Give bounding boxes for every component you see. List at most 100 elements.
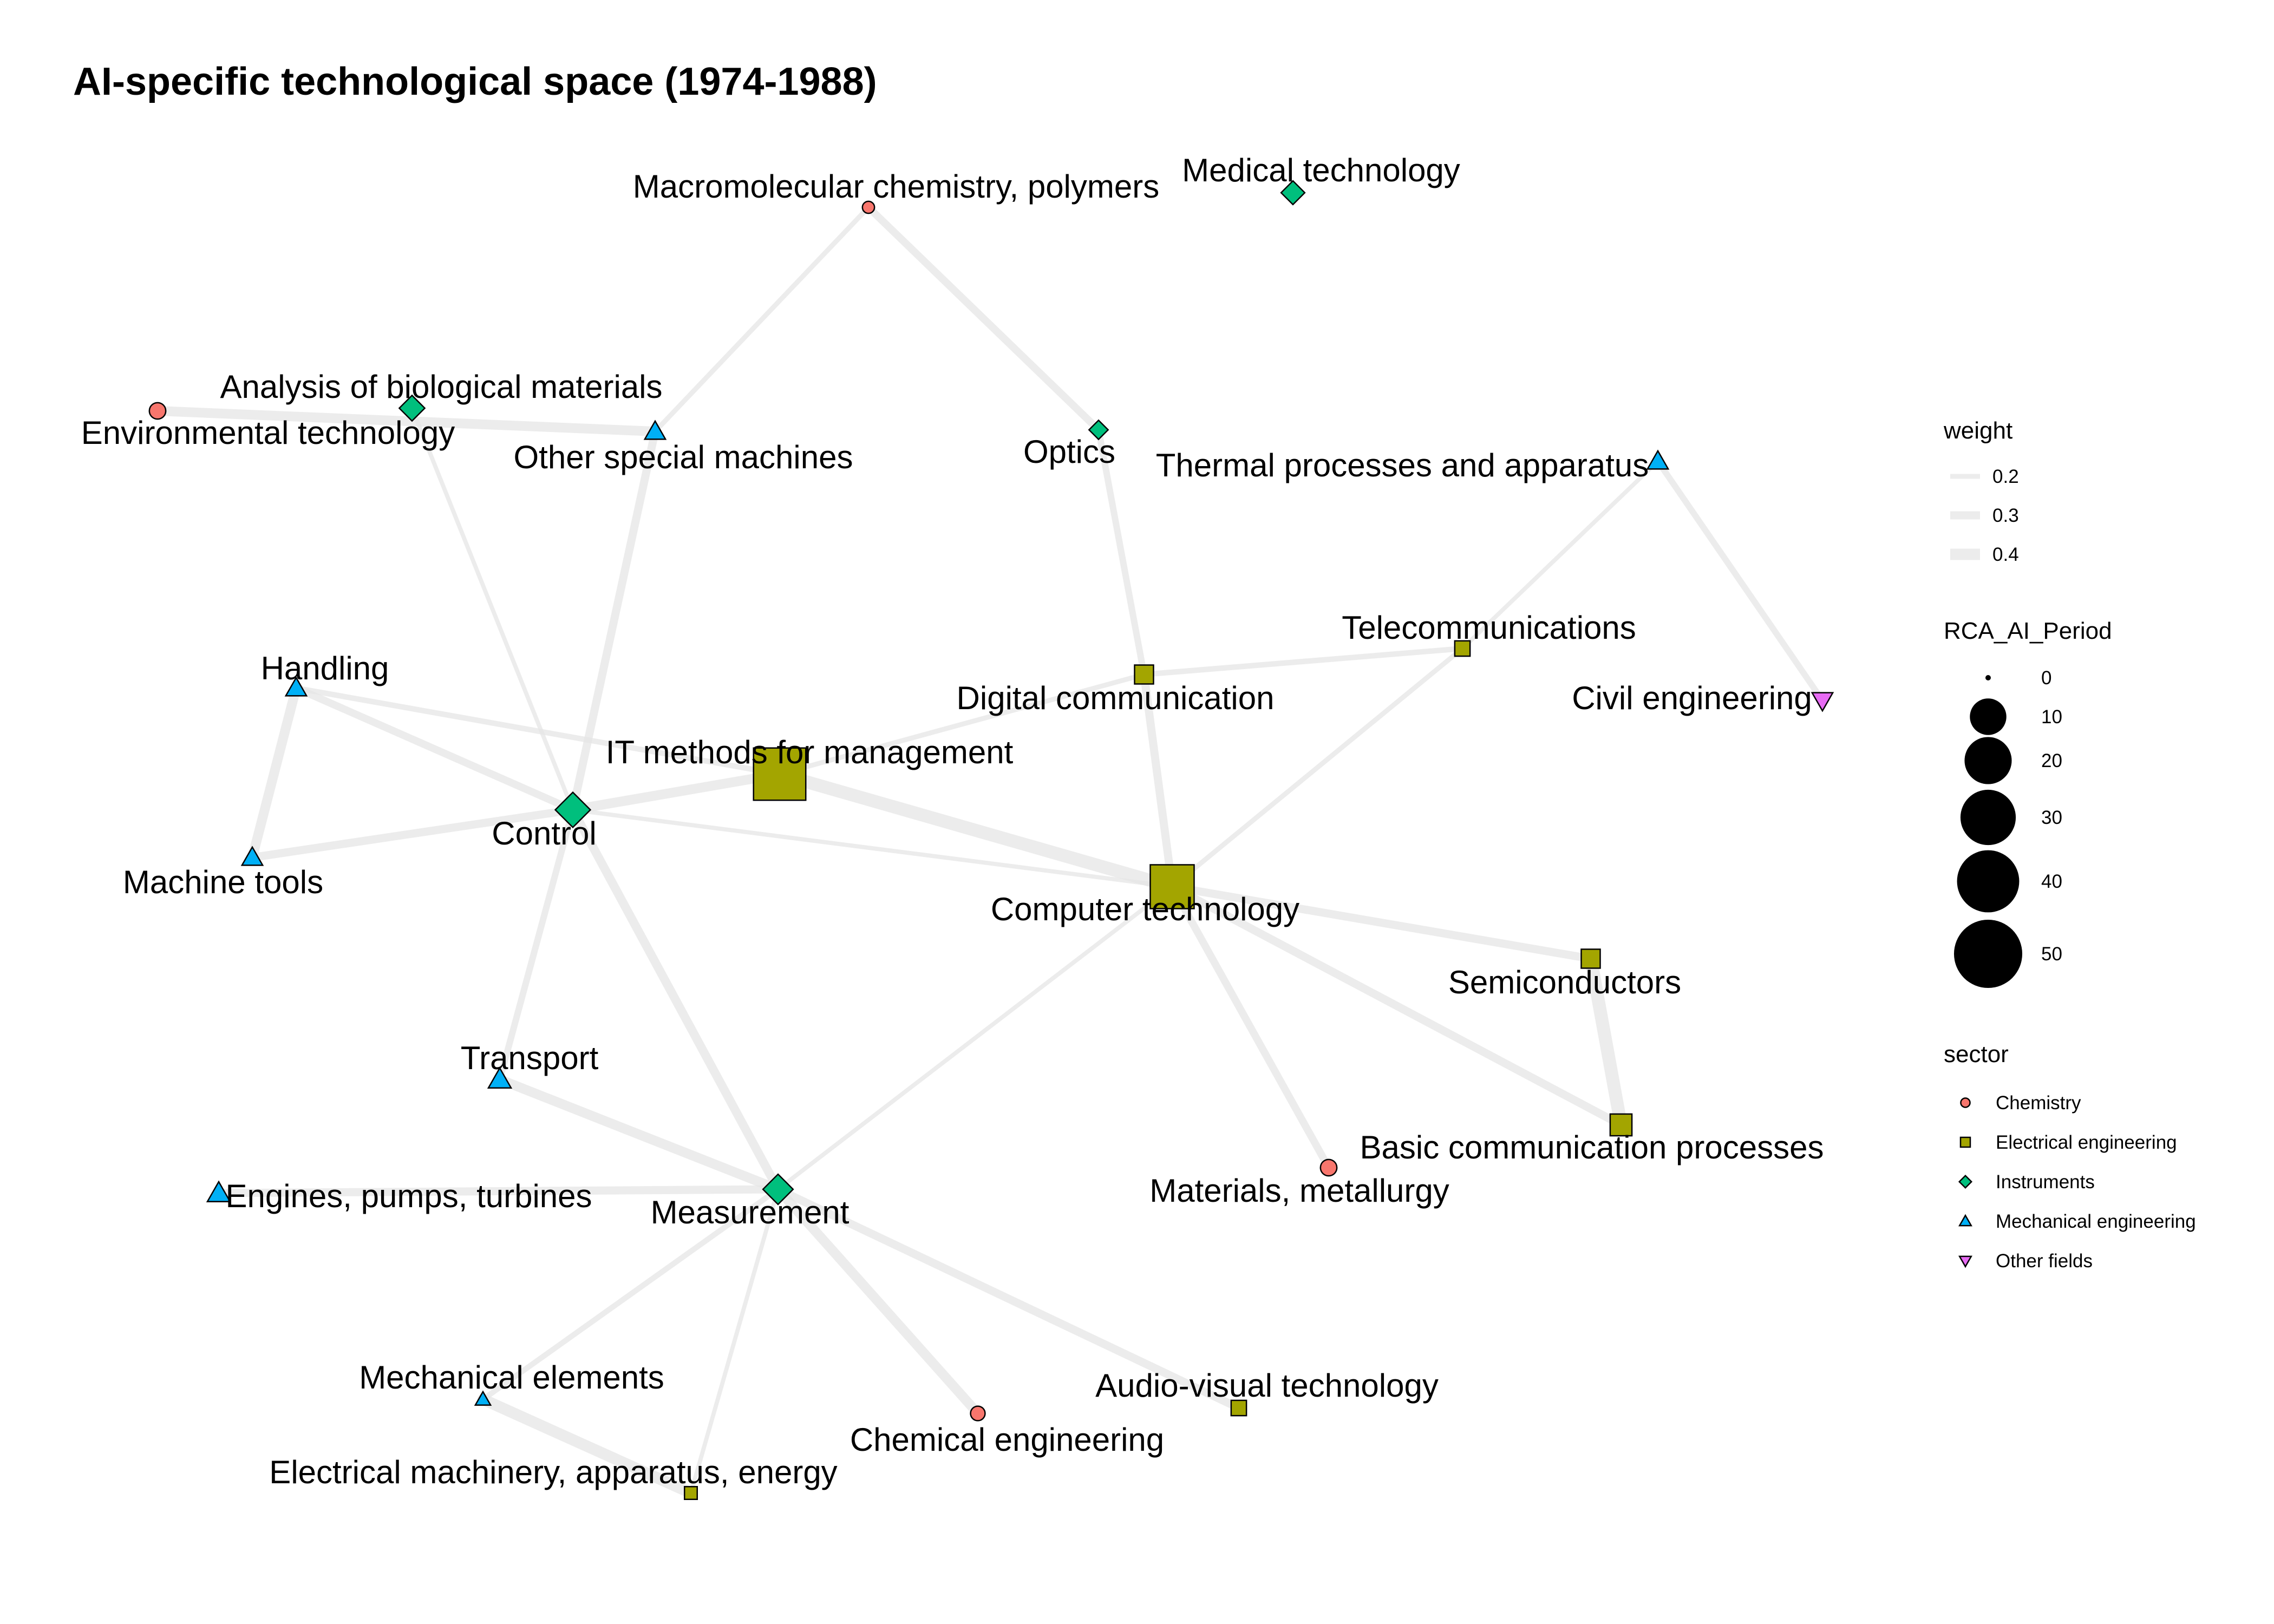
node-materials-metallurgy bbox=[1319, 1158, 1338, 1177]
legend-rca-label-5: 50 bbox=[2041, 944, 2062, 965]
edge-control-measurement bbox=[568, 805, 783, 1194]
legend-rca-dot-4 bbox=[1957, 850, 2020, 913]
legend-weight-label-2: 0.4 bbox=[1992, 544, 2019, 565]
legend-rca-label-0: 0 bbox=[2041, 667, 2051, 689]
node-label-thermal-processes-and-apparatus: Thermal processes and apparatus bbox=[1156, 447, 1649, 483]
legend-rca-label-1: 10 bbox=[2041, 706, 2062, 728]
legend-sector-label-other-fields: Other fields bbox=[1996, 1250, 2093, 1272]
node-label-transport: Transport bbox=[461, 1040, 599, 1076]
legend-rca-label-3: 30 bbox=[2041, 807, 2062, 828]
nodes-layer bbox=[148, 180, 1834, 1500]
legend-weight-swatch-1 bbox=[1950, 511, 1980, 520]
node-macromolecular-chemistry-polymers bbox=[861, 200, 875, 214]
edge-computer-measurement bbox=[776, 885, 1174, 1191]
node-label-civil-engineering: Civil engineering bbox=[1572, 680, 1812, 716]
edge-handling-machine-tools bbox=[247, 683, 301, 862]
legend-weight-swatch-0 bbox=[1950, 474, 1980, 479]
node-basic-communication-processes bbox=[1609, 1113, 1633, 1137]
node-optics bbox=[1088, 419, 1109, 441]
legend-sector-swatch-electrical-engineering bbox=[1959, 1136, 1971, 1148]
node-chemical-engineering bbox=[970, 1405, 986, 1422]
edges-layer bbox=[153, 204, 1826, 1499]
legend-sector-label-instruments: Instruments bbox=[1996, 1171, 2095, 1193]
legend-rca-label-2: 20 bbox=[2041, 750, 2062, 771]
edge-computer-semicond bbox=[1168, 882, 1595, 963]
legend-sector-swatch-chemistry bbox=[1960, 1097, 1971, 1108]
legend-rca-dot-1 bbox=[1970, 698, 2007, 735]
node-electrical-machinery-apparatus-energy bbox=[684, 1486, 698, 1500]
node-mechanical-elements bbox=[474, 1390, 492, 1406]
edge-it-mgmt-control bbox=[568, 769, 785, 815]
edge-computer-telecom bbox=[1169, 646, 1465, 889]
chart-title: AI-specific technological space (1974-19… bbox=[73, 60, 877, 103]
edge-it-mgmt-computer bbox=[773, 768, 1179, 893]
edge-digital-comm-optics bbox=[1095, 427, 1147, 678]
node-label-other-special-machines: Other special machines bbox=[514, 439, 853, 475]
edge-control-machine-tools bbox=[248, 806, 577, 862]
edge-computer-basic-comm bbox=[1168, 882, 1625, 1129]
legend-rca-title: RCA_AI_Period bbox=[1944, 618, 2112, 644]
legend-sector-label-mechanical-engineering: Mechanical engineering bbox=[1996, 1211, 2196, 1232]
node-label-electrical-machinery-apparatus-energy: Electrical machinery, apparatus, energy bbox=[269, 1454, 837, 1490]
node-civil-engineering bbox=[1811, 692, 1834, 712]
legend-rca-label-4: 40 bbox=[2041, 871, 2062, 892]
node-thermal-processes-and-apparatus bbox=[1646, 449, 1670, 470]
legend-sector-label-electrical-engineering: Electrical engineering bbox=[1996, 1132, 2177, 1153]
node-it-methods-for-management bbox=[753, 747, 807, 801]
node-label-telecommunications: Telecommunications bbox=[1342, 610, 1636, 646]
edge-it-mgmt-digital-comm bbox=[777, 672, 1147, 777]
legend-weight-swatch-2 bbox=[1950, 548, 1980, 560]
node-label-semiconductors: Semiconductors bbox=[1448, 964, 1681, 1000]
node-label-materials-metallurgy: Materials, metallurgy bbox=[1149, 1173, 1449, 1209]
node-label-engines-pumps-turbines: Engines, pumps, turbines bbox=[225, 1178, 592, 1214]
edge-computer-materials bbox=[1168, 883, 1332, 1171]
legend-rca-dot-3 bbox=[1960, 789, 2016, 846]
node-label-measurement: Measurement bbox=[651, 1194, 850, 1230]
edge-env-tech-other-special bbox=[153, 406, 660, 436]
node-label-audio-visual-technology: Audio-visual technology bbox=[1095, 1367, 1439, 1404]
edge-computer-digital-comm bbox=[1140, 670, 1177, 891]
edge-digital-comm-telecom bbox=[1141, 645, 1466, 678]
edge-engines-measurement bbox=[214, 1185, 782, 1197]
legend: weight0.20.30.4RCA_AI_Period01020304050s… bbox=[1943, 417, 2196, 1272]
node-label-medical-technology: Medical technology bbox=[1182, 152, 1460, 188]
legend-weight-label-1: 0.3 bbox=[1992, 505, 2019, 526]
node-digital-communication bbox=[1134, 664, 1154, 685]
edge-telecom-thermal bbox=[1460, 459, 1660, 651]
node-label-machine-tools: Machine tools bbox=[123, 864, 323, 900]
node-analysis-of-biological-materials bbox=[398, 394, 426, 422]
node-label-handling: Handling bbox=[261, 650, 389, 686]
edge-computer-control bbox=[571, 808, 1174, 889]
node-measurement bbox=[762, 1173, 794, 1206]
legend-rca-dot-2 bbox=[1964, 737, 2012, 784]
node-computer-technology bbox=[1149, 864, 1195, 909]
node-label-environmental-technology: Environmental technology bbox=[81, 415, 455, 451]
edge-other-special-control bbox=[568, 427, 659, 814]
edge-it-mgmt-handling bbox=[293, 685, 783, 777]
edge-semicond-basic-comm bbox=[1584, 952, 1628, 1131]
legend-sector-label-chemistry: Chemistry bbox=[1996, 1092, 2081, 1114]
legend-weight-title: weight bbox=[1943, 417, 2012, 444]
node-medical-technology bbox=[1280, 180, 1306, 206]
node-label-basic-communication-processes: Basic communication processes bbox=[1360, 1129, 1824, 1165]
node-control bbox=[554, 791, 592, 829]
edge-measurement-mech-elements bbox=[480, 1186, 781, 1403]
node-transport bbox=[487, 1066, 513, 1089]
edge-measurement-chem-eng bbox=[773, 1184, 983, 1418]
edge-measurement-elec-machinery bbox=[689, 1187, 780, 1495]
node-environmental-technology bbox=[148, 402, 167, 420]
node-label-chemical-engineering: Chemical engineering bbox=[850, 1422, 1164, 1458]
node-handling bbox=[284, 676, 308, 697]
node-label-digital-communication: Digital communication bbox=[957, 680, 1275, 716]
node-label-macromolecular-chemistry-polymers: Macromolecular chemistry, polymers bbox=[633, 168, 1159, 205]
legend-sector-swatch-instruments bbox=[1958, 1174, 1973, 1189]
edge-thermal-civil bbox=[1655, 458, 1826, 704]
node-telecommunications bbox=[1454, 640, 1471, 657]
node-machine-tools bbox=[240, 846, 264, 866]
edge-macromol-other-special bbox=[652, 205, 871, 434]
legend-sector-title: sector bbox=[1944, 1041, 2009, 1068]
edge-transport-measurement bbox=[495, 1075, 783, 1194]
node-engines-pumps-turbines bbox=[206, 1180, 232, 1202]
